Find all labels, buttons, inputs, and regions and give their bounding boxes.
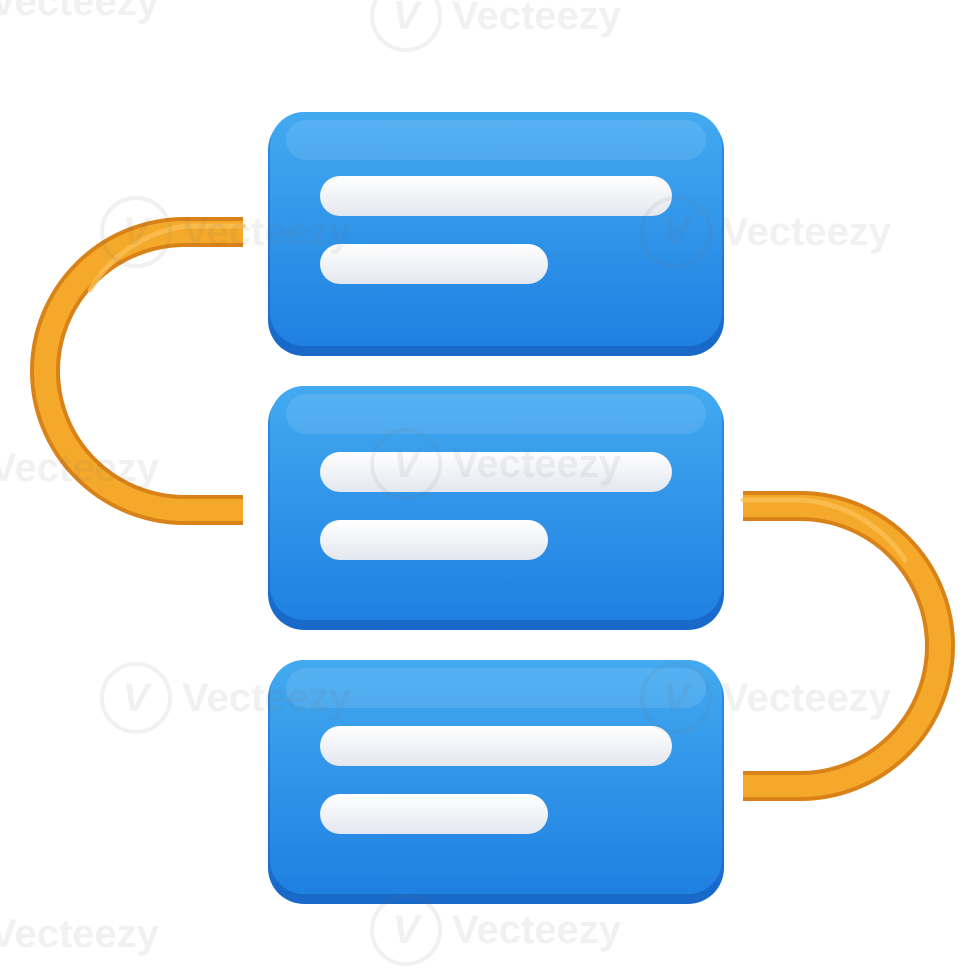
card-1-text-line-long (320, 176, 672, 216)
flow-card-3 (268, 660, 724, 904)
card-3-text-line-long (320, 726, 672, 766)
flow-card-1 (268, 112, 724, 356)
card-2-text-line-long (320, 452, 672, 492)
card-1-text-line-short (320, 244, 548, 284)
flow-card-2 (268, 386, 724, 630)
connector-left (30, 217, 246, 525)
connector-right (740, 491, 955, 801)
card-2-text-line-short (320, 520, 548, 560)
card-3-text-line-short (320, 794, 548, 834)
